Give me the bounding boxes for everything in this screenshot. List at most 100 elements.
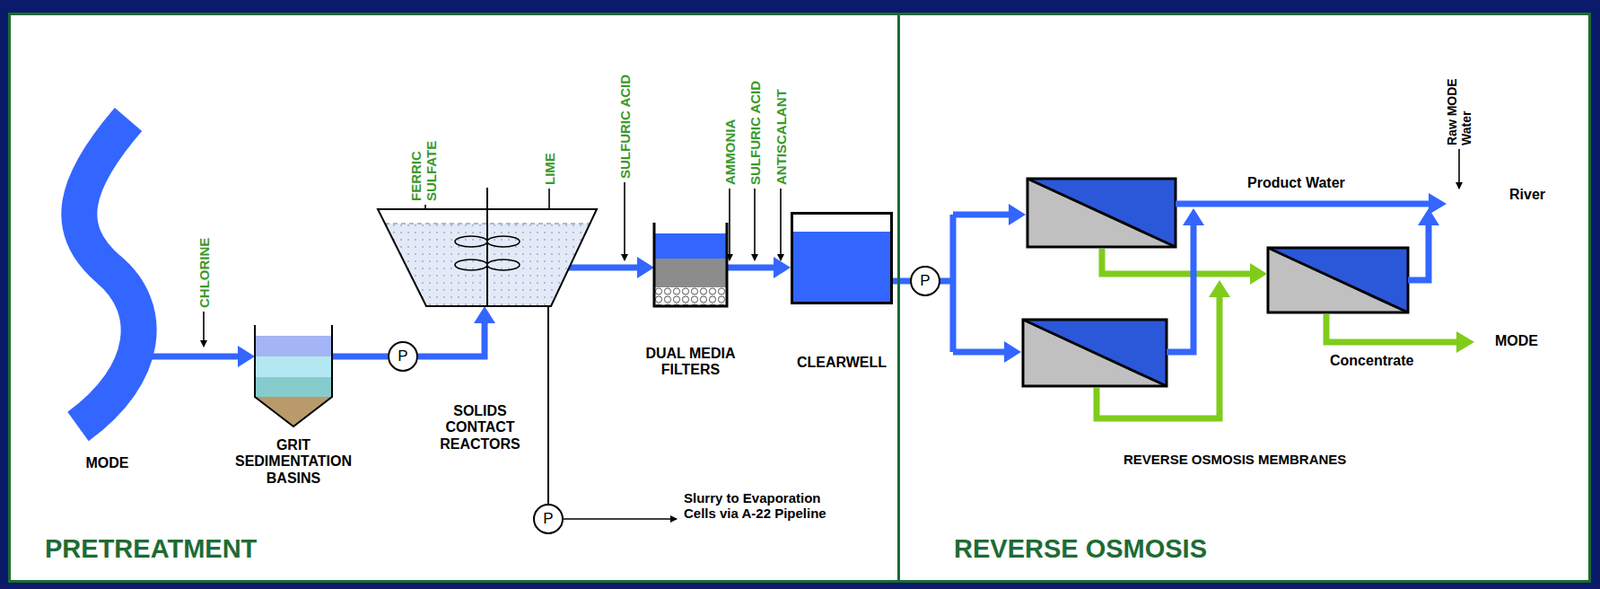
drawing-rect bbox=[654, 258, 727, 288]
drawing-line bbox=[563, 517, 677, 520]
drawing-polygon bbox=[1417, 208, 1440, 226]
drawing-path bbox=[654, 222, 727, 307]
chemical-label: SULFURIC ACID bbox=[747, 80, 763, 185]
pump-letter: P bbox=[397, 347, 408, 366]
clearwell-tank: CLEARWELL bbox=[790, 211, 893, 305]
drawing-svg bbox=[45, 112, 169, 434]
drawing-polygon bbox=[1428, 192, 1447, 215]
river-source: MODE bbox=[45, 112, 169, 434]
drawing-polygon bbox=[1208, 279, 1231, 298]
drawing-polygon bbox=[1022, 319, 1167, 386]
pump-circle: P bbox=[533, 503, 564, 534]
drawing-path bbox=[78, 119, 140, 427]
drawing-polygon bbox=[1267, 247, 1408, 313]
drawing-path bbox=[560, 264, 641, 272]
pump-circle: P bbox=[387, 340, 419, 372]
drawing-path bbox=[1407, 224, 1429, 280]
drawing-path bbox=[892, 278, 910, 285]
stream-label: Product Water bbox=[1247, 174, 1346, 192]
drawing-rect bbox=[254, 335, 333, 357]
drawing-rect bbox=[254, 376, 333, 397]
drawing-polyline bbox=[254, 324, 333, 427]
drawing-polygon bbox=[637, 256, 655, 279]
drawing-path bbox=[726, 264, 778, 272]
drawing-rect bbox=[1022, 319, 1167, 386]
unit-label: SOLIDS CONTACT REACTORS bbox=[421, 402, 539, 453]
section-label: REVERSE OSMOSIS MEMBRANES bbox=[1123, 451, 1347, 467]
dosing-arrows bbox=[203, 148, 1460, 519]
panel-title: REVERSE OSMOSIS bbox=[953, 533, 1207, 564]
drawing-polygon bbox=[1027, 178, 1176, 247]
drawing-ellipse bbox=[454, 259, 488, 271]
stream-label: River bbox=[1509, 186, 1546, 203]
drawing-line bbox=[486, 187, 489, 307]
slurry-note: Slurry to Evaporation Cells via A-22 Pip… bbox=[683, 489, 830, 522]
drawing-path bbox=[1326, 314, 1458, 342]
chemical-label: SULFURIC ACID bbox=[617, 74, 633, 179]
drawing-svg bbox=[654, 222, 727, 307]
drawing-svg bbox=[377, 209, 597, 307]
drawing-svg bbox=[254, 324, 333, 427]
chemical-label: AMMONIA bbox=[722, 119, 738, 185]
concentrate-heads bbox=[1208, 262, 1475, 353]
drawing-polygon bbox=[1027, 178, 1176, 247]
drawing-path bbox=[1166, 224, 1194, 352]
drawing-line bbox=[623, 182, 626, 261]
unit-label: DUAL MEDIA FILTERS bbox=[632, 345, 750, 379]
drawing-polygon bbox=[1182, 208, 1205, 226]
drawing-rect bbox=[254, 356, 333, 377]
drawing-polygon bbox=[1022, 319, 1167, 386]
chemical-label: ANTISCALANT bbox=[773, 88, 789, 185]
drawing-path bbox=[938, 214, 1011, 352]
drawing-polygon bbox=[473, 306, 496, 324]
drawing-rect bbox=[1027, 178, 1176, 247]
drawing-rect bbox=[1267, 247, 1408, 313]
pump-letter: P bbox=[919, 271, 930, 290]
drawing-polygon bbox=[1004, 340, 1022, 363]
drawing-path bbox=[141, 353, 242, 360]
unit-label: CLEARWELL bbox=[783, 354, 901, 371]
drawing-line bbox=[728, 188, 731, 261]
drawing-rect bbox=[654, 233, 727, 259]
drawing-line bbox=[1027, 178, 1176, 247]
reverse-osmosis-panel: REVERSE OSMOSIS P bbox=[897, 12, 1592, 583]
drawing-line bbox=[1267, 247, 1408, 313]
drawing-path bbox=[547, 306, 550, 504]
flow-connector bbox=[892, 280, 910, 282]
drawing-path bbox=[1096, 296, 1220, 419]
chemical-label: CHLORINE bbox=[196, 237, 212, 308]
drawing-polygon bbox=[237, 345, 255, 368]
drawing-line bbox=[753, 188, 756, 261]
dual-media-filter: DUAL MEDIA FILTERS bbox=[654, 222, 727, 307]
drawing-line bbox=[202, 311, 205, 347]
drawing-line bbox=[1458, 148, 1461, 189]
grit-basin: GRIT SEDIMENTATION BASINS bbox=[254, 324, 333, 427]
flow-connector bbox=[726, 256, 791, 279]
unit-label: GRIT SEDIMENTATION BASINS bbox=[217, 437, 370, 487]
drawing-polygon bbox=[773, 256, 791, 279]
flow-connector bbox=[418, 306, 496, 357]
drawing-ellipse bbox=[454, 236, 488, 247]
drawing-rect bbox=[790, 231, 893, 305]
chemical-label: FERRIC SULFATE bbox=[408, 129, 440, 202]
flow-connector bbox=[548, 306, 550, 504]
membrane-stage-two bbox=[1267, 247, 1408, 313]
drawing-ellipse bbox=[487, 259, 520, 271]
drawing-rect bbox=[790, 211, 893, 305]
drawing-rect bbox=[792, 213, 892, 304]
drawing-path bbox=[1175, 201, 1430, 208]
chemical-label: LIME bbox=[542, 152, 558, 185]
drawing-polygon bbox=[377, 209, 597, 307]
stream-label: Raw MODE Water bbox=[1444, 69, 1474, 146]
drawing-polygon bbox=[254, 396, 333, 427]
drawing-line bbox=[779, 188, 782, 261]
drawing-line bbox=[1022, 319, 1167, 386]
drawing-rect bbox=[654, 287, 727, 307]
flow-connector bbox=[332, 356, 388, 358]
drawing-ellipse bbox=[487, 236, 520, 247]
stream-label: Concentrate bbox=[1329, 352, 1414, 369]
drawing-polygon bbox=[1456, 331, 1475, 353]
product-lines bbox=[938, 203, 1430, 352]
stream-label: MODE bbox=[1495, 332, 1539, 350]
